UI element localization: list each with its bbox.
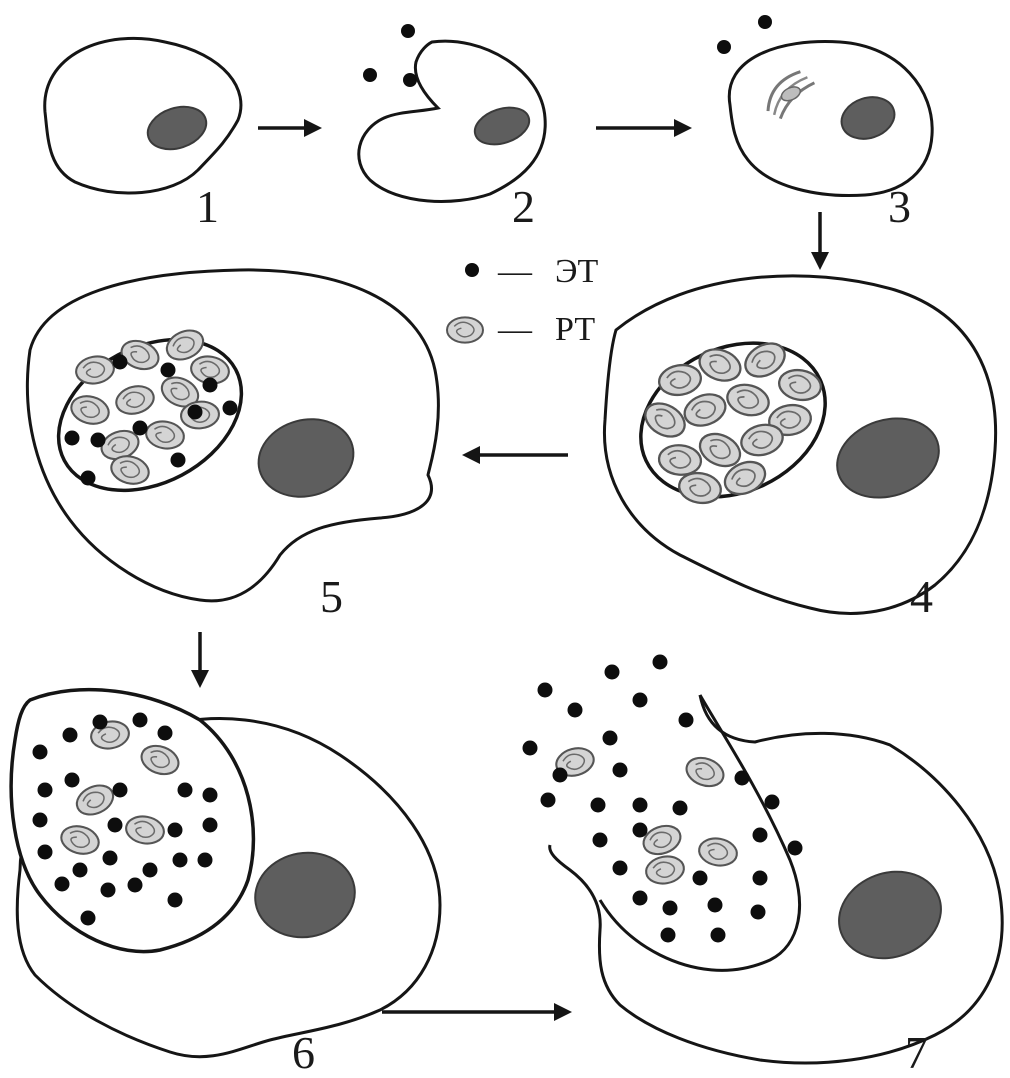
elementary-body — [679, 713, 694, 728]
elementary-body — [81, 471, 96, 486]
elementary-body — [541, 793, 556, 808]
elementary-body — [788, 841, 803, 856]
stage-label-7: 7 — [905, 1027, 928, 1073]
elementary-body — [765, 795, 780, 810]
legend: — ЭТ — РТ — [447, 253, 598, 348]
elementary-body — [735, 771, 750, 786]
elementary-body — [158, 726, 173, 741]
stage-label-2: 2 — [512, 181, 535, 232]
legend-rb-label: РТ — [555, 311, 595, 348]
elementary-body — [603, 731, 618, 746]
elementary-body — [591, 798, 606, 813]
elementary-body — [188, 405, 203, 420]
elementary-body — [653, 655, 668, 670]
elementary-body — [93, 715, 108, 730]
elementary-body — [113, 355, 128, 370]
elementary-body — [33, 813, 48, 828]
legend-eb-dash: — — [497, 253, 533, 290]
elementary-body — [38, 845, 53, 860]
elementary-body — [91, 433, 106, 448]
elementary-body — [523, 741, 538, 756]
arrow-4-to-5 — [462, 446, 568, 464]
elementary-body — [593, 833, 608, 848]
elementary-body — [173, 853, 188, 868]
elementary-body — [128, 878, 143, 893]
elementary-body — [203, 788, 218, 803]
elementary-body — [633, 823, 648, 838]
elementary-body — [63, 728, 78, 743]
elementary-body — [113, 783, 128, 798]
arrow-3-to-4 — [811, 212, 829, 270]
stage-3-cell — [717, 15, 932, 196]
elementary-body — [73, 863, 88, 878]
elementary-body — [33, 745, 48, 760]
elementary-body — [758, 15, 772, 29]
elementary-body — [633, 891, 648, 906]
arrow-6-to-7 — [382, 1003, 572, 1021]
stage-7-cell — [523, 655, 1003, 1063]
elementary-body — [198, 853, 213, 868]
stage-4-cell — [604, 276, 995, 614]
stage-label-5: 5 — [320, 571, 343, 622]
elementary-body — [203, 818, 218, 833]
elementary-body — [751, 905, 766, 920]
reticulate-body-icon — [447, 317, 483, 342]
elementary-body — [661, 928, 676, 943]
elementary-body — [171, 453, 186, 468]
elementary-body — [717, 40, 731, 54]
stage-2-cell — [359, 24, 545, 201]
stage-label-6: 6 — [292, 1027, 315, 1073]
elementary-body — [663, 901, 678, 916]
elementary-body — [673, 801, 688, 816]
elementary-body — [203, 378, 218, 393]
elementary-body — [103, 851, 118, 866]
elementary-body — [168, 823, 183, 838]
elementary-body — [613, 861, 628, 876]
elementary-body — [168, 893, 183, 908]
elementary-body — [633, 693, 648, 708]
elementary-body — [753, 828, 768, 843]
elementary-body — [133, 421, 148, 436]
elementary-body — [38, 783, 53, 798]
elementary-body — [708, 898, 723, 913]
elementary-body — [693, 871, 708, 886]
stage-label-1: 1 — [196, 181, 219, 232]
elementary-body — [81, 911, 96, 926]
elementary-body — [711, 928, 726, 943]
stage-1-cell — [45, 38, 241, 193]
stage-6-cell — [11, 690, 440, 1057]
arrow-1-to-2 — [258, 119, 322, 137]
elementary-body — [553, 768, 568, 783]
elementary-body — [605, 665, 620, 680]
elementary-body — [753, 871, 768, 886]
elementary-body — [401, 24, 415, 38]
elementary-body — [65, 773, 80, 788]
elementary-body — [133, 713, 148, 728]
elementary-body — [223, 401, 238, 416]
elementary-body — [633, 798, 648, 813]
stage-label-3: 3 — [888, 181, 911, 232]
elementary-body — [108, 818, 123, 833]
elementary-body — [161, 363, 176, 378]
elementary-body — [55, 877, 70, 892]
elementary-body — [101, 883, 116, 898]
legend-rb-dash: — — [497, 311, 533, 348]
elementary-body — [178, 783, 193, 798]
legend-eb-label: ЭТ — [555, 253, 598, 290]
stage-label-4: 4 — [910, 571, 933, 622]
elementary-body — [363, 68, 377, 82]
elementary-body — [143, 863, 158, 878]
black-dot-icon — [465, 263, 479, 277]
elementary-body — [403, 73, 417, 87]
elementary-body — [568, 703, 583, 718]
elementary-body — [538, 683, 553, 698]
stage-5-cell — [27, 270, 438, 601]
elementary-body — [613, 763, 628, 778]
arrow-5-to-6 — [191, 632, 209, 688]
elementary-body — [65, 431, 80, 446]
arrow-2-to-3 — [596, 119, 692, 137]
